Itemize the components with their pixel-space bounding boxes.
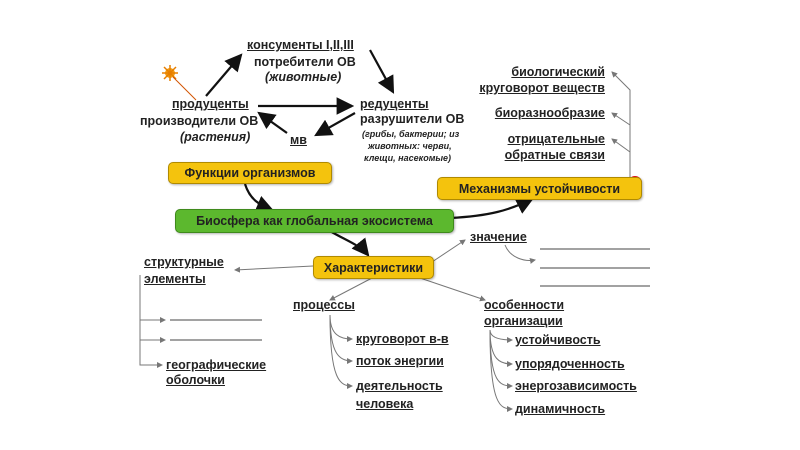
biosphere-box: Биосфера как глобальная экосистема <box>175 209 454 233</box>
geo: географические <box>166 358 267 372</box>
features-title: особенности <box>484 298 565 312</box>
mechanism-item: отрицательные <box>507 132 605 146</box>
producers-note: (растения) <box>180 130 251 144</box>
geo: оболочки <box>166 373 225 387</box>
functions-box: Функции организмов <box>168 162 332 184</box>
consumers-sub: потребители ОВ <box>254 55 356 69</box>
producers-sub: производители ОВ <box>140 114 259 128</box>
significance: значение <box>470 230 527 244</box>
characteristics-box: Характеристики <box>313 256 434 279</box>
feature-item: устойчивость <box>515 333 601 347</box>
features-title: организации <box>484 314 563 328</box>
decomposers: редуценты <box>360 97 429 111</box>
mechanism-item: биоразнообразие <box>494 106 605 120</box>
feature-item: энергозависимость <box>515 379 637 393</box>
consumers-note: (животные) <box>265 70 342 84</box>
feature-item: упорядоченность <box>515 357 625 371</box>
decomposers-sub: разрушители ОВ <box>360 112 465 126</box>
mechanism-item: биологический <box>511 65 605 79</box>
sun-icon <box>162 65 178 81</box>
feature-item: динамичность <box>515 402 606 416</box>
producers: продуценты <box>172 97 249 111</box>
structural: структурные <box>144 255 224 269</box>
decomposers-note: (грибы, бактерии; из <box>362 129 460 139</box>
mechanism-item: обратные связи <box>504 148 605 162</box>
process-item: круговорот в-в <box>356 332 449 346</box>
decomposers-note: клещи, насекомые) <box>364 153 452 163</box>
process-item: деятельность <box>356 379 443 393</box>
mechanism-item: круговорот веществ <box>479 81 605 95</box>
decomposers-note: животных: черви, <box>368 141 452 151</box>
mechanisms-box: Механизмы устойчивости <box>437 177 642 200</box>
mineral: мв <box>290 133 307 147</box>
process-item: человека <box>356 397 414 411</box>
blank-lines <box>170 248 650 341</box>
process-item: поток энергии <box>356 354 444 368</box>
structural: элементы <box>144 272 206 286</box>
processes-title: процессы <box>293 298 355 312</box>
consumers: консументы I,II,III <box>247 38 354 52</box>
